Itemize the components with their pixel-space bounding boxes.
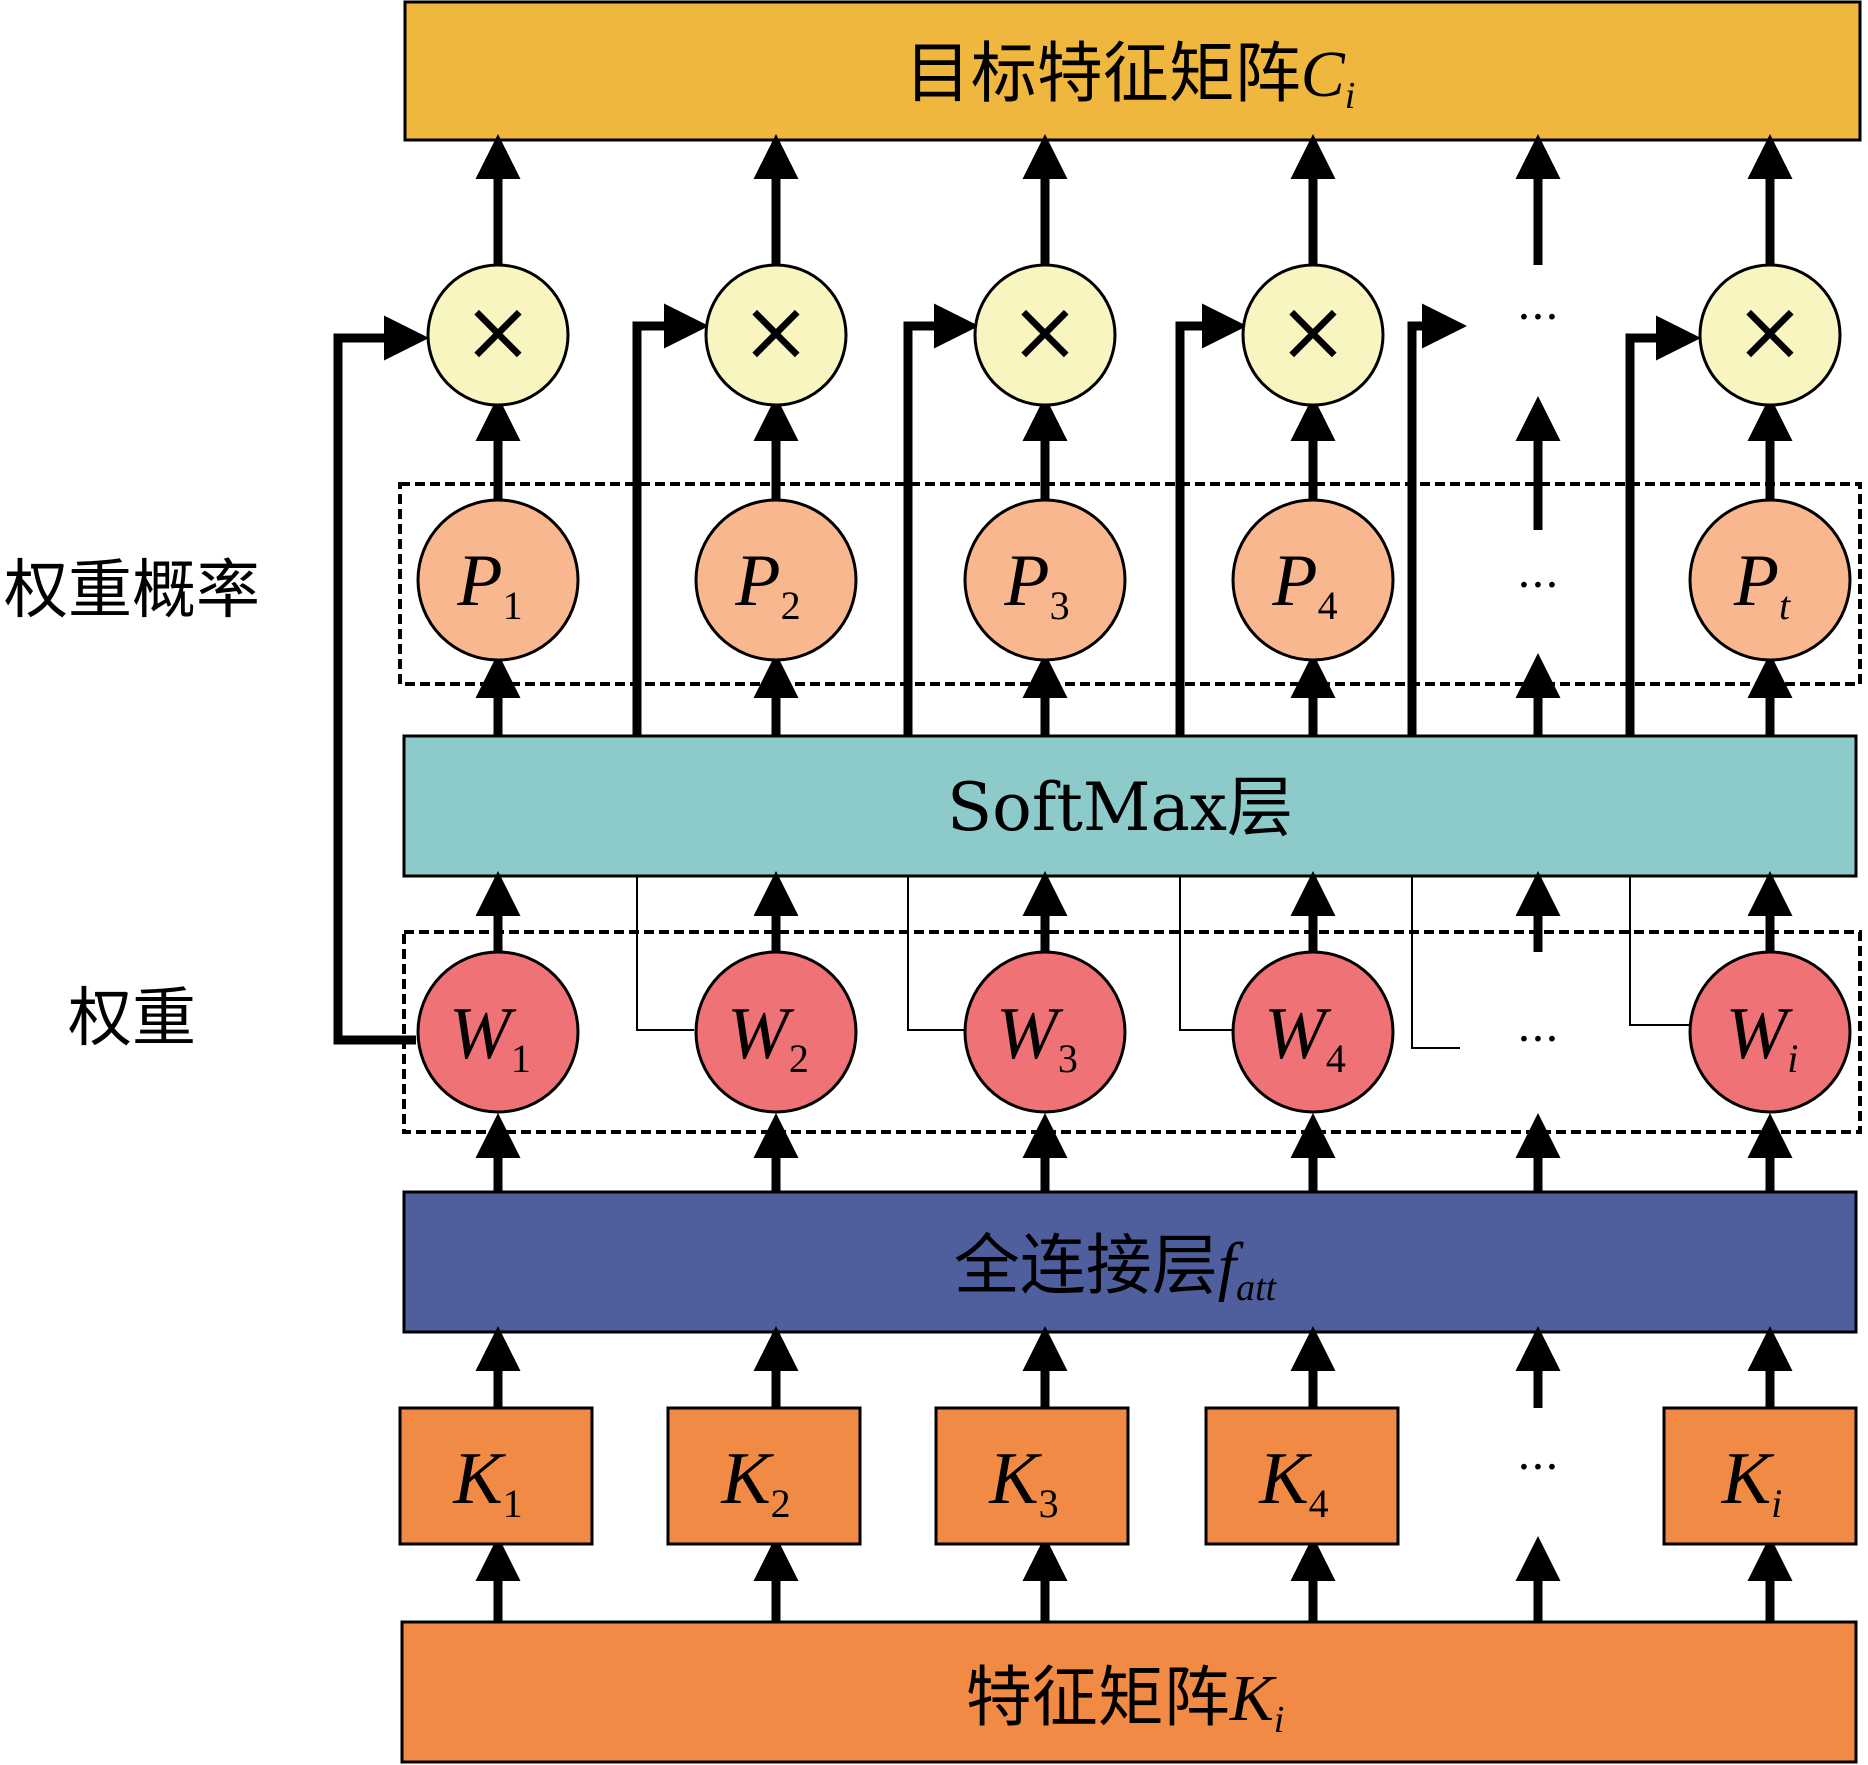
svg-text:特征矩阵Ki: 特征矩阵Ki <box>966 1659 1285 1741</box>
weight-circle <box>694 950 858 1114</box>
prob-circle <box>963 498 1127 662</box>
ellipsis: ··· <box>1517 1014 1559 1065</box>
feature-node-4: K4 <box>1204 1406 1400 1546</box>
multiply-node: × <box>426 263 570 407</box>
feature-box <box>398 1406 594 1546</box>
multiply-circle <box>973 263 1117 407</box>
target-matrix-label: 目标特征矩阵 <box>905 35 1301 112</box>
feature-box <box>666 1406 862 1546</box>
node-label: P3 <box>1003 540 1069 628</box>
thin-routing-lines <box>636 876 1694 1049</box>
node-label: K3 <box>988 1438 1058 1526</box>
node-label: Ki <box>1721 1438 1782 1526</box>
prob-group-box <box>398 482 1862 686</box>
feature-node-1: K1 <box>398 1406 594 1546</box>
node-label: W4 <box>1264 993 1346 1081</box>
multiply-circle <box>704 263 848 407</box>
weight-node-1: W1 <box>416 950 580 1114</box>
weight-circle <box>1231 950 1395 1114</box>
feature-box <box>934 1406 1130 1546</box>
multiply-node: × <box>973 263 1117 407</box>
feature-box <box>1662 1406 1858 1546</box>
weight-group-box <box>402 930 1862 1134</box>
prob-circle <box>694 498 858 662</box>
feature-nodes: K1 K2 K3 K4 Ki <box>398 1406 1858 1546</box>
node-label: K2 <box>720 1438 790 1526</box>
feature-node-5: Ki <box>1662 1406 1858 1546</box>
multiply-node: × <box>1698 263 1842 407</box>
prob-node-3: P3 <box>963 498 1127 662</box>
fc-layer-label: 全连接层 <box>954 1227 1218 1304</box>
node-label: Wi <box>1726 993 1799 1081</box>
multiply-node: × <box>1241 263 1385 407</box>
feature-node-3: K3 <box>934 1406 1130 1546</box>
multiply-nodes: × × × × × <box>426 263 1842 407</box>
weight-node-3: W3 <box>963 950 1127 1114</box>
prob-circle <box>1688 498 1852 662</box>
node-label: P4 <box>1271 540 1337 628</box>
thick-routing-arrows <box>333 303 1701 1045</box>
fc-layer-block: 全连接层fatt <box>402 1190 1858 1334</box>
prob-circle <box>416 498 580 662</box>
multiply-node: × <box>704 263 848 407</box>
softmax-layer-label: SoftMax层 <box>947 769 1293 846</box>
svg-text:目标特征矩阵Ci: 目标特征矩阵Ci <box>905 35 1356 117</box>
node-label: W2 <box>727 993 809 1081</box>
input-matrix-label: 特征矩阵 <box>966 1659 1230 1736</box>
softmax-layer-block: SoftMax层 <box>402 734 1858 878</box>
weight-circle <box>1688 950 1852 1114</box>
ellipsis: ··· <box>1517 560 1559 611</box>
prob-node-4: P4 <box>1231 498 1395 662</box>
node-label: K1 <box>452 1438 522 1526</box>
node-label: K4 <box>1258 1438 1328 1526</box>
target-matrix-block: 目标特征矩阵Ci <box>403 0 1862 142</box>
prob-node-5: Pt <box>1688 498 1852 662</box>
prob-node-2: P2 <box>694 498 858 662</box>
node-label: P1 <box>456 540 522 628</box>
vertical-arrows <box>475 134 1793 1622</box>
feature-node-2: K2 <box>666 1406 862 1546</box>
multiply-circle <box>1241 263 1385 407</box>
weight-circle <box>963 950 1127 1114</box>
input-matrix-block: 特征矩阵Ki <box>400 1620 1858 1764</box>
ellipses: ··· ··· ··· ··· <box>1517 292 1559 1493</box>
prob-side-label: 权重概率 <box>4 554 260 628</box>
prob-nodes: P1 P2 P3 P4 Pt <box>416 498 1852 662</box>
multiply-circle <box>426 263 570 407</box>
multiply-symbol: × <box>1735 282 1805 380</box>
weight-side-label: 权重 <box>68 982 196 1056</box>
weight-nodes: W1 W2 W3 W4 Wi <box>416 950 1852 1114</box>
weight-node-2: W2 <box>694 950 858 1114</box>
feature-box <box>1204 1406 1400 1546</box>
weight-node-5: Wi <box>1688 950 1852 1114</box>
multiply-symbol: × <box>741 282 811 380</box>
svg-text:全连接层fatt: 全连接层fatt <box>954 1227 1278 1309</box>
node-label: W1 <box>449 993 531 1081</box>
ellipsis: ··· <box>1517 1442 1559 1493</box>
multiply-symbol: × <box>1010 282 1080 380</box>
node-label: W3 <box>996 993 1078 1081</box>
prob-circle <box>1231 498 1395 662</box>
weight-node-4: W4 <box>1231 950 1395 1114</box>
node-label: Pt <box>1733 540 1791 628</box>
weight-circle <box>416 950 580 1114</box>
prob-node-1: P1 <box>416 498 580 662</box>
ellipsis: ··· <box>1517 292 1559 343</box>
svg-text:SoftMax层: SoftMax层 <box>947 769 1293 846</box>
node-label: P2 <box>734 540 800 628</box>
multiply-symbol: × <box>1278 282 1348 380</box>
multiply-circle <box>1698 263 1842 407</box>
multiply-symbol: × <box>463 282 533 380</box>
